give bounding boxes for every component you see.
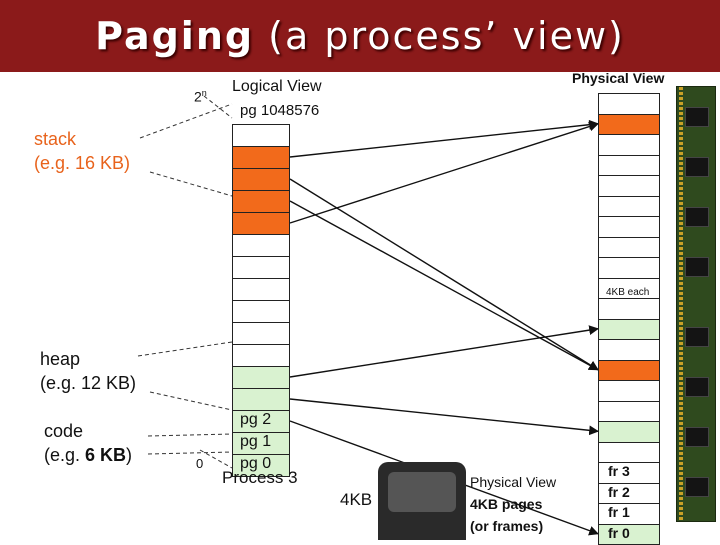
mapping-arrow (290, 124, 598, 223)
physical-frame (598, 175, 660, 197)
logical-page-label: pg 1 (240, 433, 271, 451)
physical-frame (598, 360, 660, 382)
mapping-arrow (290, 124, 598, 157)
mapping-arrow (290, 329, 598, 377)
mapping-arrow (290, 399, 598, 431)
ram-contacts (679, 87, 683, 521)
logical-page (232, 300, 290, 323)
physical-view-header: Physical View (572, 70, 664, 86)
logical-page (232, 190, 290, 213)
physical-frame (598, 114, 660, 136)
ram-chip (685, 477, 709, 497)
logical-page (232, 168, 290, 191)
physical-frame (598, 298, 660, 320)
physical-frame (598, 380, 660, 402)
frame-label: fr 0 (608, 525, 630, 541)
logical-page (232, 366, 290, 389)
logical-page (232, 124, 290, 147)
frame-size-note: 4KB each (606, 287, 649, 298)
heap-label: heap (40, 348, 80, 370)
physical-bottom-line1: Physical View (470, 474, 556, 490)
mapping-arrow (290, 201, 598, 370)
code-label: code (44, 420, 83, 442)
physical-frame (598, 442, 660, 464)
code-size-bold: 6 KB (85, 445, 126, 465)
ram-chip (685, 427, 709, 447)
physical-frame (598, 237, 660, 259)
logical-page (232, 212, 290, 235)
frame-label: fr 1 (608, 504, 630, 520)
physical-frame (598, 196, 660, 218)
region-bracket-line (150, 392, 232, 410)
physical-frame (598, 401, 660, 423)
logical-page (232, 322, 290, 345)
process-label: Process 3 (222, 468, 298, 488)
region-bracket-line (148, 452, 232, 454)
logical-page (232, 256, 290, 279)
disk-panel (388, 472, 456, 512)
logical-page (232, 146, 290, 169)
physical-bottom-line2: 4KB pages (470, 496, 542, 512)
exp-base: 2 (194, 89, 202, 105)
frame-label: fr 3 (608, 463, 630, 479)
logical-page-label: pg 2 (240, 411, 271, 429)
zero-label: 0 (196, 456, 203, 471)
exponent-label: 2n (194, 88, 207, 105)
physical-frame (598, 339, 660, 361)
exp-power: n (202, 88, 207, 98)
region-bracket-line (204, 96, 232, 118)
ram-chip (685, 157, 709, 177)
ram-chip (685, 107, 709, 127)
logical-page (232, 344, 290, 367)
physical-frame (598, 155, 660, 177)
ram-chip (685, 327, 709, 347)
ram-chip (685, 257, 709, 277)
region-bracket-line (140, 104, 232, 138)
disk-label: 4KB (340, 490, 372, 510)
heap-size-label: (e.g. 12 KB) (40, 372, 136, 394)
region-bracket-line (150, 172, 232, 196)
code-size-pre: (e.g. (44, 445, 85, 465)
ram-chip (685, 377, 709, 397)
code-size-label: (e.g. 6 KB) (44, 444, 132, 466)
physical-frame (598, 421, 660, 443)
logical-page (232, 388, 290, 411)
physical-frame (598, 319, 660, 341)
region-bracket-lines (138, 96, 232, 468)
code-size-post: ) (126, 445, 132, 465)
logical-page (232, 234, 290, 257)
region-bracket-line (138, 342, 232, 356)
physical-frame (598, 216, 660, 238)
frame-label: fr 2 (608, 484, 630, 500)
logical-view-header: Logical View (232, 78, 322, 96)
physical-bottom-line3: (or frames) (470, 518, 543, 534)
top-page-label: pg 1048576 (240, 102, 319, 119)
physical-frame (598, 257, 660, 279)
ram-module-image (676, 86, 716, 522)
ram-chip (685, 207, 709, 227)
logical-page (232, 278, 290, 301)
disk-drive-image (378, 462, 466, 540)
physical-frame (598, 134, 660, 156)
physical-frame (598, 93, 660, 115)
region-bracket-line (148, 434, 232, 436)
stack-size-label: (e.g. 16 KB) (34, 152, 130, 174)
stack-label: stack (34, 128, 76, 150)
